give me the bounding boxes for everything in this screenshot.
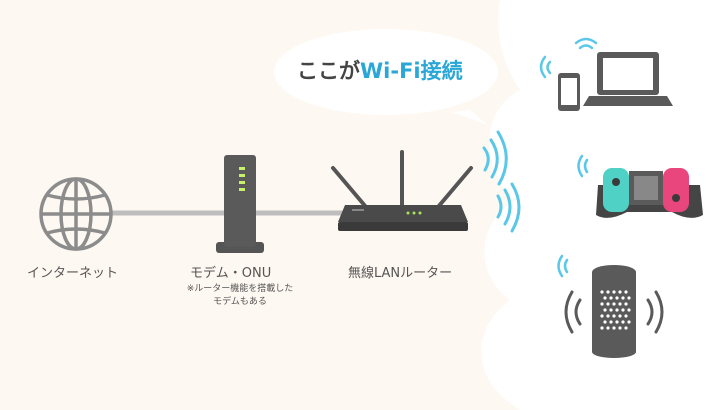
speaker-grille-dot bbox=[627, 308, 631, 312]
console-wifi-signal-icon bbox=[577, 154, 589, 178]
smartphone-icon bbox=[558, 73, 580, 111]
speaker-grille-dot bbox=[606, 290, 610, 294]
speech-bubble bbox=[274, 29, 498, 125]
game-console-icon bbox=[596, 168, 703, 218]
speaker-sound-waves-icon bbox=[564, 290, 664, 334]
speaker-grille-dot bbox=[612, 302, 616, 306]
speaker-grille-dot bbox=[624, 290, 628, 294]
speaker-grille-dot bbox=[609, 308, 613, 312]
modem-label: モデム・ONU bbox=[190, 266, 272, 281]
speaker-grille-dot bbox=[603, 308, 607, 312]
speaker-grille-dot bbox=[600, 302, 604, 306]
speaker-grille-dot bbox=[600, 314, 604, 318]
modem-note-line-2: モデムもある bbox=[213, 297, 267, 307]
speaker-grille-dot bbox=[624, 314, 628, 318]
speaker-grille-dot bbox=[624, 302, 628, 306]
internet-label: インターネット bbox=[27, 266, 119, 281]
speaker-grille-dot bbox=[621, 308, 625, 312]
router-label: 無線LANルーター bbox=[348, 266, 453, 281]
callout-prefix: ここが bbox=[297, 59, 360, 83]
speaker-grille-dot bbox=[627, 320, 631, 324]
speaker-grille-dot bbox=[618, 314, 622, 318]
speaker-grille-dot bbox=[618, 302, 622, 306]
speaker-grille-dot bbox=[615, 320, 619, 324]
speaker-grille-dot bbox=[603, 320, 607, 324]
router-wifi-signal-icon bbox=[482, 130, 521, 233]
callout-highlight: Wi-Fi接続 bbox=[360, 59, 463, 83]
speaker-grille-dot bbox=[600, 290, 604, 294]
modem-note-line-1: ※ルーター機能を搭載した bbox=[186, 284, 294, 294]
speaker-grille-dot bbox=[627, 296, 631, 300]
speaker-grille-dot bbox=[600, 326, 604, 330]
speaker-grille-dot bbox=[621, 320, 625, 324]
router-icon bbox=[331, 150, 473, 231]
wifi-callout-text: ここがWi-Fi接続 bbox=[297, 55, 463, 85]
internet-globe-icon bbox=[39, 177, 113, 251]
speaker-grille-dot bbox=[609, 296, 613, 300]
speaker-grille-dot bbox=[603, 296, 607, 300]
speaker-grille-dot bbox=[618, 326, 622, 330]
speaker-wifi-signal-icon bbox=[557, 254, 569, 278]
speaker-grille-dot bbox=[606, 314, 610, 318]
laptop-icon bbox=[583, 52, 673, 106]
laptop-wifi-signal-icon bbox=[539, 37, 598, 79]
speaker-grille-dot bbox=[612, 314, 616, 318]
speaker-grille-dot bbox=[615, 296, 619, 300]
speaker-grille-dot bbox=[612, 290, 616, 294]
speaker-grille-dot bbox=[615, 308, 619, 312]
speaker-grille-dot bbox=[612, 326, 616, 330]
modem-note: ※ルーター機能を搭載した モデムもある bbox=[168, 283, 312, 309]
speaker-grille-dot bbox=[606, 302, 610, 306]
modem-icon bbox=[216, 155, 264, 253]
speaker-grille-dot bbox=[624, 326, 628, 330]
speaker-grille-dot bbox=[621, 296, 625, 300]
smart-speaker-icon bbox=[592, 265, 636, 358]
speaker-grille-dot bbox=[618, 290, 622, 294]
speaker-grille-dot bbox=[609, 320, 613, 324]
speaker-grille-dot bbox=[606, 326, 610, 330]
